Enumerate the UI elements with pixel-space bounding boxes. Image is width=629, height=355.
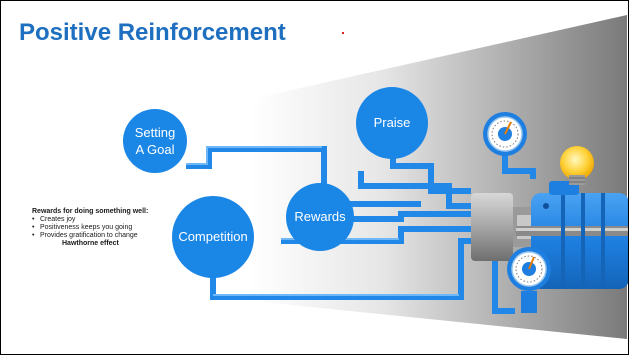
- svg-text:Rewards: Rewards: [294, 209, 346, 224]
- svg-text:Praise: Praise: [374, 115, 411, 130]
- notes-footer: Hawthorne effect: [62, 240, 119, 247]
- pipe-praise-bottom: [358, 171, 471, 209]
- slide-title: Positive Reinforcement: [19, 19, 286, 46]
- svg-text:A Goal: A Goal: [135, 142, 174, 157]
- pipe-praise-top: [390, 153, 471, 194]
- svg-text:Competition: Competition: [178, 229, 247, 244]
- node-praise: Praise: [356, 87, 428, 159]
- pipes: [186, 146, 536, 314]
- pipe-rewards: [351, 211, 471, 222]
- list-item: Positiveness keeps you going: [32, 224, 162, 232]
- pipe-motor-left: [492, 241, 515, 314]
- notes-heading: Rewards for doing something well:: [32, 208, 149, 215]
- list-item: Creates joy: [32, 216, 162, 224]
- svg-text:Setting: Setting: [135, 125, 175, 140]
- stray-mark: [342, 32, 344, 34]
- light-bulb-icon: [560, 146, 594, 185]
- node-rewards: Rewards: [286, 183, 354, 251]
- list-item: Provides gratification to change: [32, 232, 162, 240]
- pipe-gauge-top: [502, 153, 536, 179]
- notes-list: Creates joy Positiveness keeps you going…: [32, 216, 162, 240]
- pressure-gauge-icon: [483, 112, 527, 156]
- pipe-competition: [210, 238, 471, 300]
- node-competition: Competition: [172, 196, 254, 278]
- notes-panel: Rewards for doing something well: Create…: [32, 208, 162, 248]
- pressure-gauge-icon: [507, 247, 551, 313]
- node-setting-goal: Setting A Goal: [123, 109, 187, 173]
